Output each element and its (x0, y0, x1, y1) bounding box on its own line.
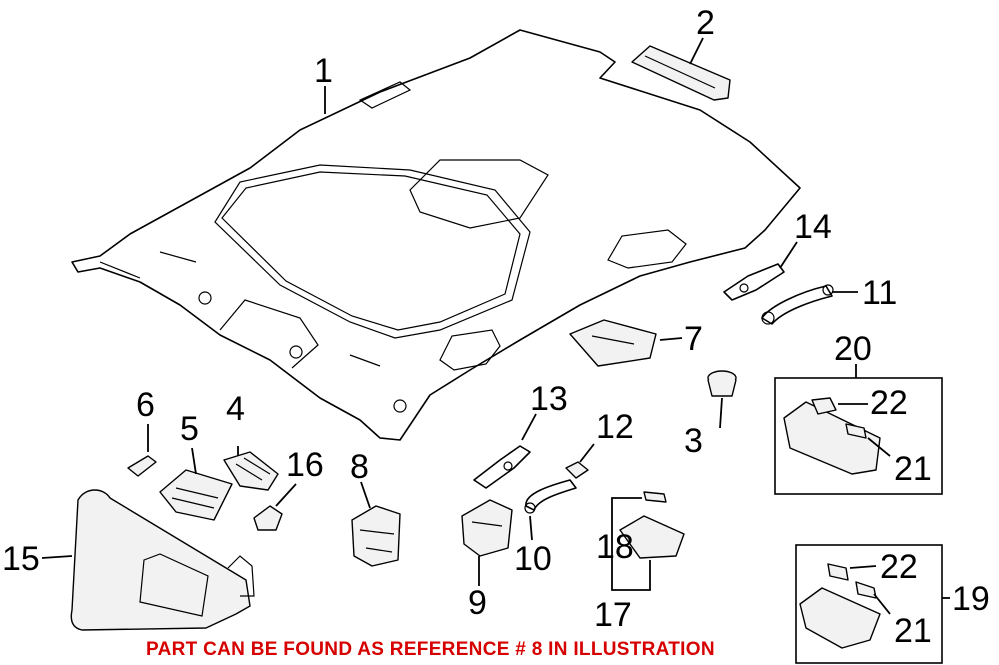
callout-16: 16 (286, 446, 324, 484)
cover-part-6 (127, 455, 157, 477)
callout-22-lower: 22 (880, 548, 918, 586)
callout-18: 18 (596, 528, 634, 566)
bracket-part (631, 45, 731, 101)
bracket-part-14 (723, 263, 785, 301)
callout-17: 17 (594, 596, 632, 634)
callout-12: 12 (596, 408, 634, 446)
callout-13: 13 (530, 380, 568, 418)
part-reference-notice: PART CAN BE FOUND AS REFERENCE # 8 IN IL… (146, 639, 715, 660)
callout-1: 1 (314, 52, 333, 90)
lamp-part-4 (223, 451, 279, 491)
callout-9: 9 (468, 584, 487, 622)
clip-part-16 (253, 505, 283, 531)
callout-7: 7 (684, 320, 703, 358)
callout-11: 11 (862, 274, 897, 312)
group-box-20 (774, 377, 943, 495)
callout-19: 19 (952, 580, 990, 618)
lamp-assembly-20 (783, 397, 881, 475)
switch-part-8 (351, 505, 401, 567)
bracket-part-13 (473, 445, 531, 489)
callout-22-upper: 22 (870, 384, 908, 422)
leader-lines (41, 37, 950, 615)
lamp-part-18 (619, 491, 685, 559)
lamp-assembly-19 (799, 563, 881, 649)
clip-part (707, 370, 737, 397)
callout-3: 3 (684, 422, 703, 460)
module-part-9 (461, 499, 513, 557)
callout-10: 10 (514, 540, 552, 578)
console-part-5 (159, 469, 233, 521)
headliner-part (71, 29, 801, 441)
callout-8: 8 (350, 448, 369, 486)
callout-4: 4 (226, 390, 245, 428)
group-box-19 (795, 544, 943, 664)
clip-part-12 (565, 461, 589, 479)
callout-15: 15 (2, 540, 40, 578)
sun-visor-part (70, 489, 255, 631)
callout-2: 2 (696, 4, 715, 42)
callout-20: 20 (834, 330, 872, 368)
callout-5: 5 (180, 410, 199, 448)
handle-part-10 (524, 479, 577, 514)
handle-part-11 (761, 284, 834, 325)
plate-part-7 (569, 319, 657, 367)
callout-14: 14 (794, 208, 832, 246)
callout-numbers: 1 2 3 4 5 6 7 8 9 10 11 12 13 14 15 16 1… (2, 4, 990, 650)
callout-21-lower: 21 (894, 612, 932, 650)
callout-21-upper: 21 (894, 450, 932, 488)
callout-6: 6 (136, 386, 155, 424)
